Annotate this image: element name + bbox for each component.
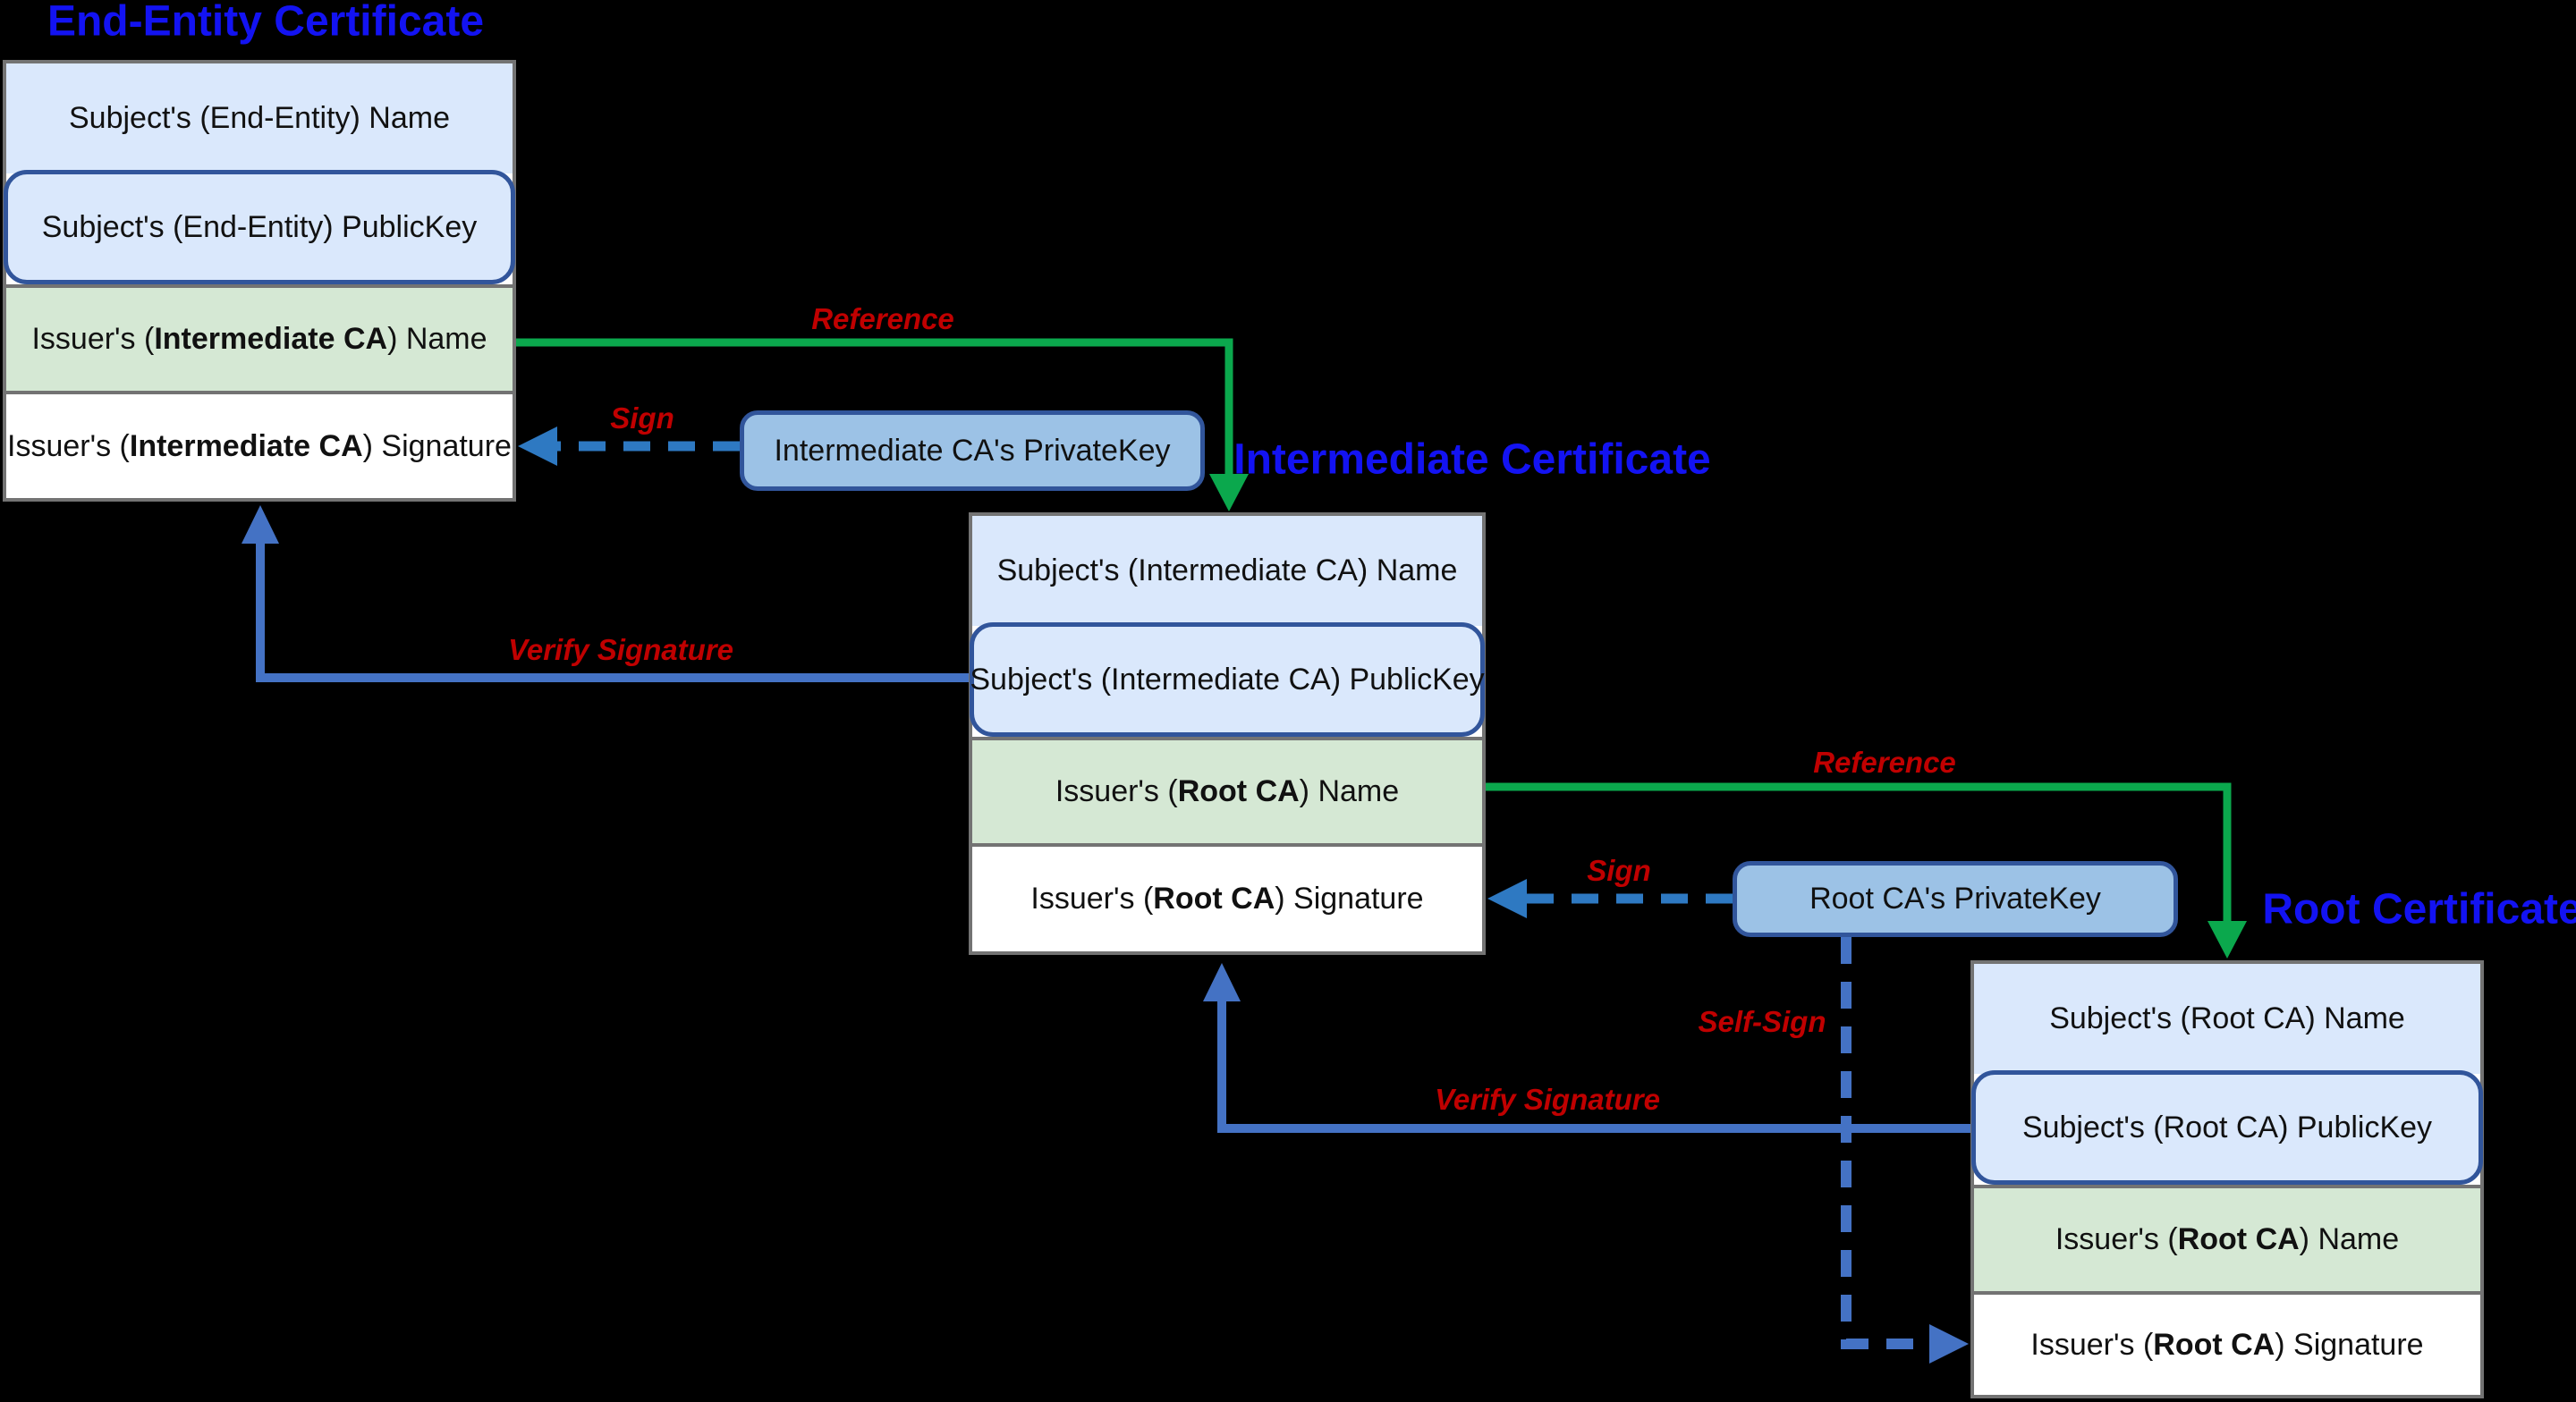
end-entity-issuer-name-row: Issuer's (Intermediate CA) Name [6, 284, 513, 394]
end-entity-subject-name-row: Subject's (End-Entity) Name [6, 63, 513, 173]
row-text: Subject's (Intermediate CA) PublicKey [970, 662, 1485, 697]
verify-signature-arrowhead-2 [1203, 963, 1241, 1001]
root-certificate-box: Subject's (Root CA) Name Subject's (Root… [1970, 960, 2484, 1398]
row-text-bold: Intermediate CA [129, 428, 363, 463]
row-text: ) Signature [1275, 882, 1424, 916]
row-text: ) Signature [2275, 1327, 2424, 1362]
row-text: Subject's (End-Entity) PublicKey [41, 209, 478, 244]
sign-label-2: Sign [1587, 854, 1651, 887]
verify-signature-arrowhead-1 [242, 505, 279, 544]
row-text-bold: Intermediate CA [154, 322, 388, 356]
sign-label-1: Sign [610, 401, 674, 435]
row-text-bold: Root CA [1153, 882, 1275, 916]
end-entity-certificate-title: End-Entity Certificate [47, 0, 485, 46]
row-text: Issuer's ( [31, 322, 155, 356]
verify-signature-label-1: Verify Signature [508, 633, 733, 666]
row-text-bold: Root CA [2153, 1327, 2275, 1362]
sign-arrowhead-2 [1487, 879, 1527, 918]
row-text: ) Signature [362, 428, 512, 463]
reference-label-2: Reference [1813, 746, 1956, 779]
root-subject-name-row: Subject's (Root CA) Name [1974, 964, 2480, 1074]
self-sign-arrowhead [1929, 1324, 1969, 1364]
self-sign-label: Self-Sign [1698, 1005, 1826, 1038]
row-text: Subject's (Root CA) PublicKey [2021, 1110, 2433, 1144]
row-text: Issuer's ( [7, 428, 130, 463]
row-text: Subject's (End-Entity) Name [69, 101, 450, 135]
end-entity-issuer-signature-row: Issuer's (Intermediate CA) Signature [6, 394, 513, 498]
intermediate-ca-privatekey-box: Intermediate CA's PrivateKey [740, 410, 1205, 491]
root-issuer-signature-row: Issuer's (Root CA) Signature [1974, 1295, 2480, 1395]
row-text: Issuer's ( [2055, 1222, 2178, 1256]
row-text: Issuer's ( [2030, 1327, 2154, 1362]
intermediate-subject-publickey-row: Subject's (Intermediate CA) PublicKey [970, 622, 1485, 737]
verify-signature-label-2: Verify Signature [1435, 1083, 1660, 1116]
row-text: ) Name [1299, 774, 1400, 808]
end-entity-certificate-box: Subject's (End-Entity) Name Subject's (E… [3, 60, 516, 502]
row-text: Subject's (Intermediate CA) Name [996, 553, 1458, 587]
intermediate-issuer-name-row: Issuer's (Root CA) Name [972, 737, 1482, 847]
root-issuer-name-row: Issuer's (Root CA) Name [1974, 1185, 2480, 1295]
row-text: Issuer's ( [1030, 882, 1154, 916]
row-text: ) Name [2299, 1222, 2400, 1256]
sign-arrowhead-1 [518, 427, 557, 466]
row-text-bold: Root CA [2177, 1222, 2300, 1256]
row-text-bold: Root CA [1177, 774, 1300, 808]
root-subject-publickey-row: Subject's (Root CA) PublicKey [1971, 1070, 2483, 1185]
reference-arrowhead-2 [2207, 921, 2247, 959]
row-text: ) Name [387, 322, 487, 356]
reference-label-1: Reference [811, 302, 954, 335]
row-text: Subject's (Root CA) Name [2049, 1001, 2405, 1035]
row-text: Issuer's ( [1055, 774, 1178, 808]
root-certificate-title: Root Certificate [2262, 885, 2576, 933]
intermediate-issuer-signature-row: Issuer's (Root CA) Signature [972, 847, 1482, 951]
self-sign-arrow [1841, 937, 1929, 1349]
root-ca-privatekey-box: Root CA's PrivateKey [1733, 861, 2178, 937]
intermediate-certificate-box: Subject's (Intermediate CA) Name Subject… [969, 512, 1486, 955]
end-entity-subject-publickey-row: Subject's (End-Entity) PublicKey [4, 170, 515, 284]
intermediate-certificate-title: Intermediate Certificate [1233, 435, 1711, 484]
intermediate-subject-name-row: Subject's (Intermediate CA) Name [972, 516, 1482, 626]
